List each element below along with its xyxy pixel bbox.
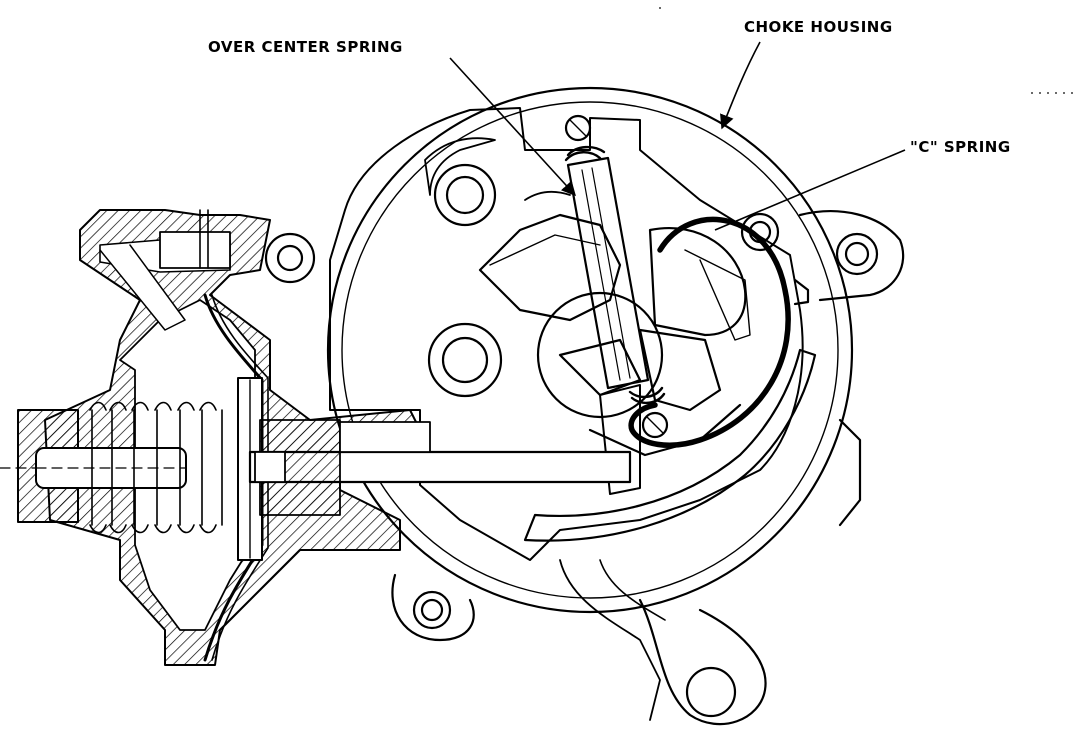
over-center-spring xyxy=(564,114,669,495)
diaphragm-return-spring xyxy=(89,401,223,534)
over-center-spring-leader xyxy=(449,57,576,197)
choke-housing xyxy=(326,86,905,726)
c-spring xyxy=(628,216,791,448)
vacuum-break-rod xyxy=(248,419,632,516)
mounting-bosses xyxy=(264,163,780,398)
choke-housing-label: CHOKE HOUSING xyxy=(744,18,893,36)
choke-lever-arc xyxy=(523,348,817,542)
c-spring-label: "C" SPRING xyxy=(910,138,1011,156)
choke-cam-assembly xyxy=(478,213,751,457)
over-center-spring-label: OVER CENTER SPRING xyxy=(208,38,403,56)
callout-leaders xyxy=(449,41,906,231)
scan-dots xyxy=(659,7,1073,94)
choke-housing-leader xyxy=(720,41,761,130)
housing-inner-cavity xyxy=(329,107,804,561)
c-spring-leader xyxy=(714,149,906,231)
adjustment-screw-cap xyxy=(0,409,187,523)
